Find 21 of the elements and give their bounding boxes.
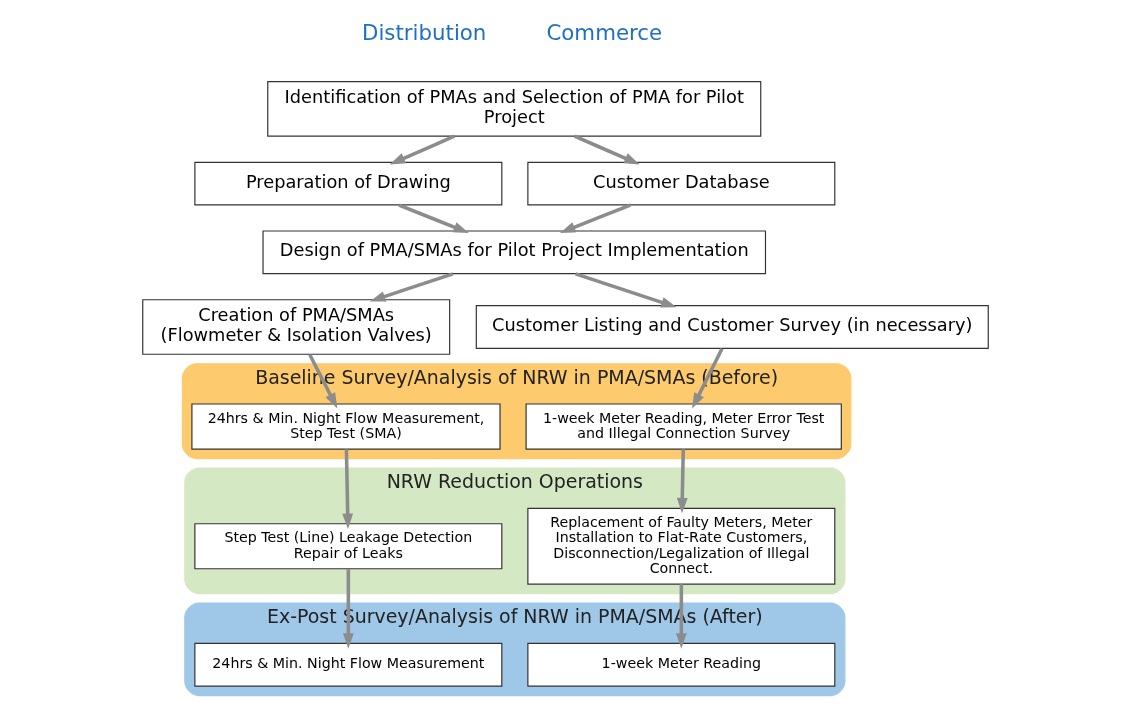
node-box: Identification of PMAs and Selection of PMA for Pilot Project — [266, 81, 761, 137]
node-box: Design of PMA/SMAs for Pilot Project Implementation — [261, 230, 766, 275]
node-box: Preparation of Drawing — [193, 161, 502, 206]
label: Commerce — [545, 19, 662, 45]
arrow — [307, 353, 337, 409]
arrow — [675, 584, 687, 649]
node-box: 1-week Meter Reading — [526, 642, 835, 687]
arrow — [676, 449, 688, 514]
node-box: Replacement of Faulty Meters, Meter Installation to Flat-Rate Customers, Disconnection/Legalization of Illegal Connect. — [526, 507, 835, 585]
node-box: 24hrs & Min. Night Flow Measurement, Step Test (SMA) — [190, 403, 501, 450]
node-box: Customer Database — [526, 161, 835, 206]
node-box: 24hrs & Min. Night Flow Measurement — [193, 642, 502, 687]
arrow — [574, 272, 677, 308]
node-box: 1-week Meter Reading, Meter Error Test and Illegal Connection Survey — [525, 403, 842, 450]
node-box: Customer Listing and Customer Survey (in necessary) — [475, 305, 989, 349]
node-box: Step Test (Line) Leakage Detection Repair of Leaks — [193, 523, 502, 570]
label: Distribution — [361, 19, 486, 45]
arrow — [691, 348, 724, 409]
arrow — [341, 449, 353, 530]
node-box: Creation of PMA/SMAs (Flowmeter & Isolation Valves) — [141, 299, 450, 355]
arrow — [342, 569, 354, 649]
